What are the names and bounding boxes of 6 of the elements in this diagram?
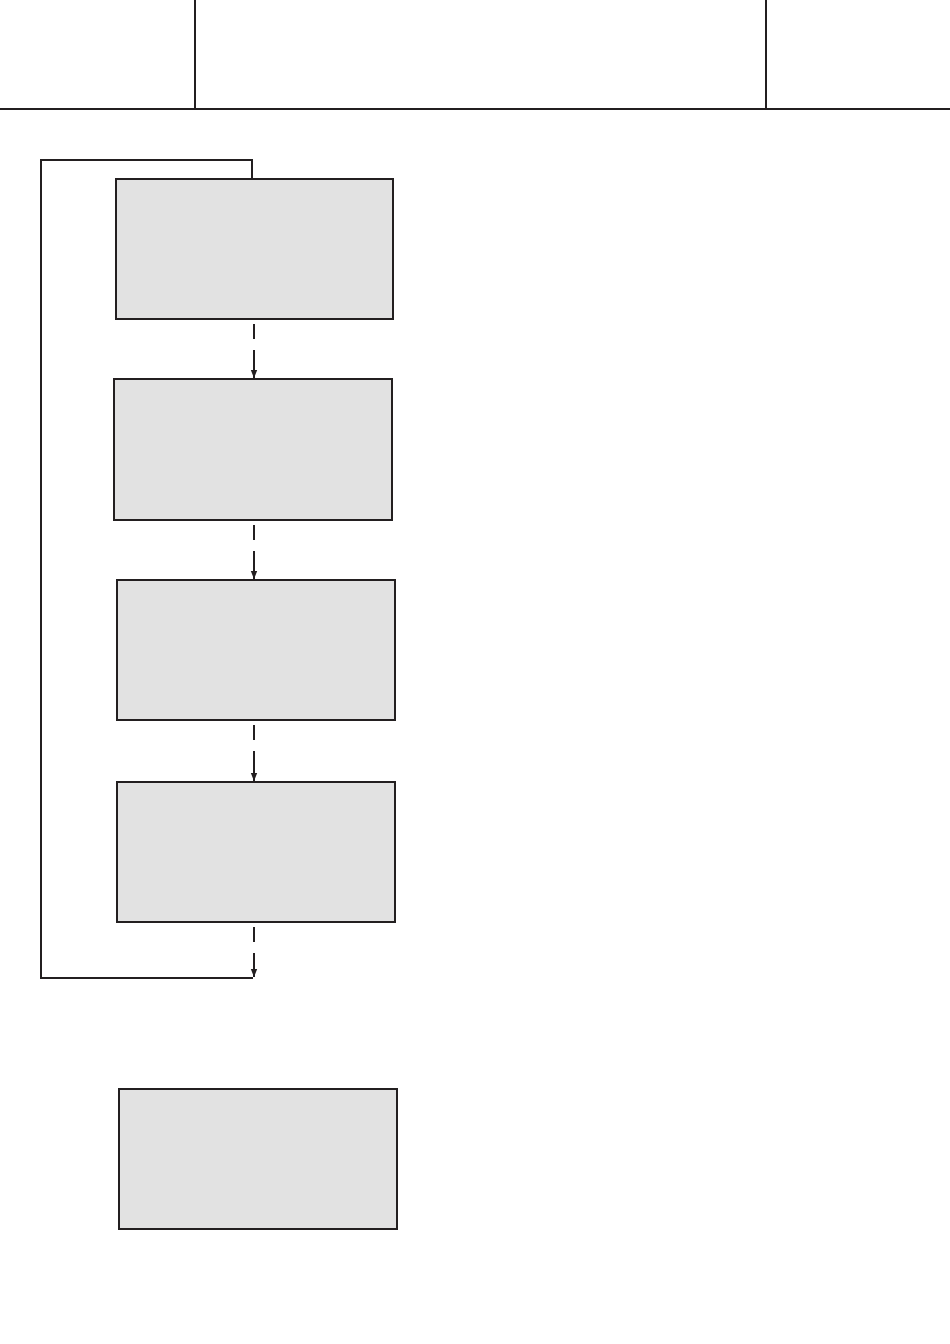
loop-back-line: [40, 159, 254, 979]
process-box: [116, 579, 396, 721]
process-box: [115, 178, 394, 320]
process-box: [116, 781, 396, 923]
process-box: [118, 1088, 398, 1230]
process-box: [113, 378, 393, 521]
